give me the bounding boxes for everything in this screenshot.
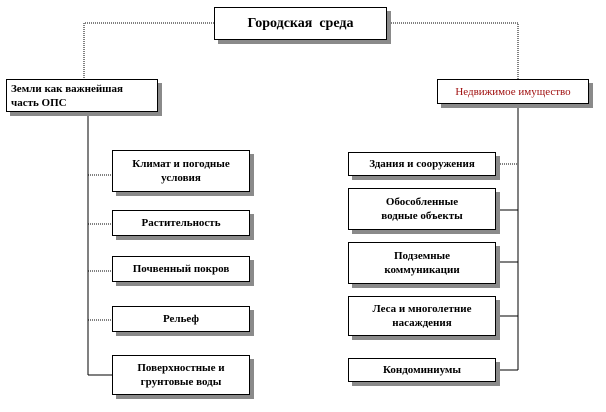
right-item-underground: Подземные коммуникации bbox=[348, 242, 496, 284]
right-item-label: Здания и сооружения bbox=[369, 158, 475, 170]
left-heading-label: Земли как важнейшая часть ОПС bbox=[11, 82, 123, 109]
left-heading-node: Земли как важнейшая часть ОПС bbox=[6, 79, 158, 112]
left-item-climate: Климат и погодные условия bbox=[112, 150, 250, 192]
right-heading-node: Недвижимое имущество bbox=[437, 79, 589, 104]
right-item-label: Кондоминиумы bbox=[382, 364, 462, 376]
root-node: Городская среда bbox=[214, 7, 387, 40]
left-item-soil: Почвенный покров bbox=[112, 256, 250, 282]
left-item-label: Почвенный покров bbox=[132, 263, 230, 275]
right-item-condominiums: Кондоминиумы bbox=[348, 358, 496, 382]
root-node-label: Городская среда bbox=[247, 15, 354, 31]
connector-root-left bbox=[83, 22, 214, 79]
right-heading-label: Недвижимое имущество bbox=[455, 85, 571, 98]
left-item-label: Растительность bbox=[141, 217, 221, 229]
right-item-label: Подземные коммуникации bbox=[384, 250, 460, 276]
left-item-label: Поверхностные и грунтовые воды bbox=[137, 362, 225, 388]
right-item-buildings: Здания и сооружения bbox=[348, 152, 496, 176]
left-item-label: Рельеф bbox=[162, 313, 200, 325]
left-item-vegetation: Растительность bbox=[112, 210, 250, 236]
left-item-waters: Поверхностные и грунтовые воды bbox=[112, 355, 250, 395]
connector-root-right bbox=[387, 22, 519, 79]
right-item-water-objects: Обособленные водные объекты bbox=[348, 188, 496, 230]
right-item-forests: Леса и многолетние насаждения bbox=[348, 296, 496, 336]
left-item-relief: Рельеф bbox=[112, 306, 250, 332]
right-item-label: Леса и многолетние насаждения bbox=[372, 303, 472, 329]
left-item-label: Климат и погодные условия bbox=[132, 158, 230, 184]
right-item-label: Обособленные водные объекты bbox=[381, 196, 463, 222]
